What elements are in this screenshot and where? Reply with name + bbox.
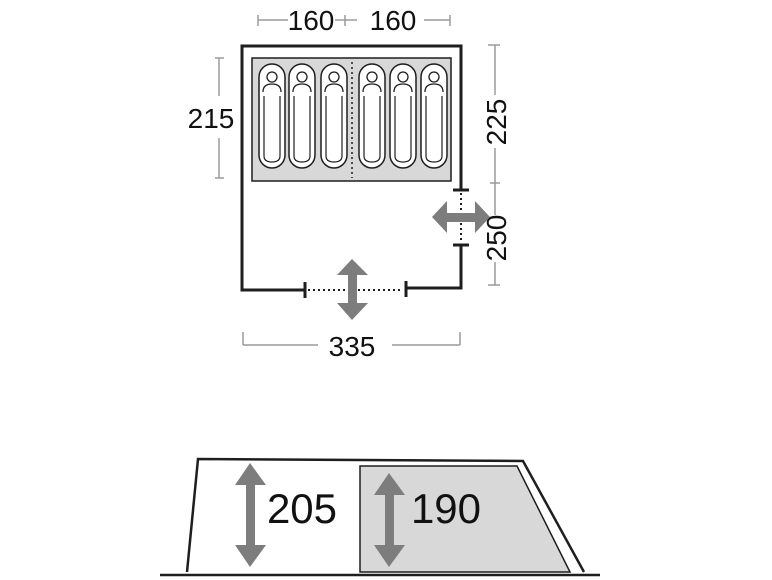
height-arrow-icon bbox=[374, 473, 405, 567]
sleeper-icon bbox=[258, 63, 286, 169]
tent-profile bbox=[185, 457, 586, 573]
sleeper-icon bbox=[320, 63, 348, 169]
front-door bbox=[303, 281, 408, 298]
dim-label-bottom: 335 bbox=[329, 331, 376, 362]
dimension-bottom: 335 bbox=[242, 331, 461, 362]
dim-label-right-upper: 225 bbox=[481, 99, 512, 146]
side-door bbox=[453, 188, 469, 247]
side-view: 205 190 bbox=[160, 457, 600, 577]
dim-label-inner-height: 190 bbox=[411, 485, 481, 532]
sleeping-bags bbox=[258, 63, 448, 169]
height-arrow-icon bbox=[235, 463, 266, 567]
dim-label-top-right: 160 bbox=[370, 5, 417, 36]
dimension-top-right: 160 bbox=[344, 5, 451, 36]
dim-label-top-left: 160 bbox=[288, 5, 335, 36]
inner-cabin-profile bbox=[359, 465, 572, 573]
sleeper-icon bbox=[389, 63, 417, 169]
outer-wall-lower bbox=[406, 245, 463, 290]
dim-label-right-lower: 250 bbox=[481, 215, 512, 262]
dimension-left: 215 bbox=[188, 57, 235, 179]
dim-label-left: 215 bbox=[188, 103, 235, 134]
sleeper-icon bbox=[358, 63, 386, 169]
dimension-right-lower: 250 bbox=[481, 183, 512, 286]
sleeper-icon bbox=[288, 63, 316, 169]
outer-wall bbox=[240, 44, 463, 292]
floor-plan: 160 160 215 225 250 bbox=[188, 5, 512, 362]
dimension-top-left: 160 bbox=[257, 5, 345, 36]
double-arrow-icon bbox=[337, 259, 368, 320]
dimension-right-upper: 225 bbox=[481, 44, 512, 184]
double-arrow-icon bbox=[432, 201, 490, 233]
sleeper-icon bbox=[420, 63, 448, 169]
dim-label-outer-height: 205 bbox=[267, 485, 337, 532]
